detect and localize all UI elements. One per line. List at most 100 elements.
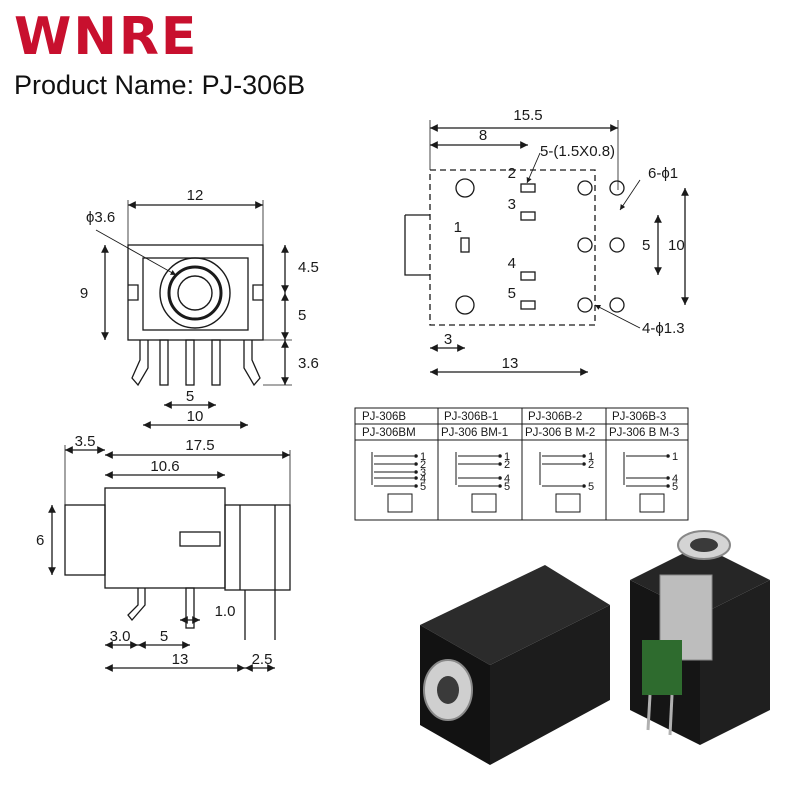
schematic-pin-dot [582,484,586,488]
dim-pcb-offset: 8 [479,127,487,144]
pcb-pin-label: 1 [454,219,462,236]
dim-front-d2: 5 [298,307,306,324]
pcb-pin-label: 2 [508,165,516,182]
side-front-barrel [64,504,106,576]
schematic-switch [387,493,413,513]
pcb-hole [455,295,475,315]
schematic-pin-dot [582,462,586,466]
dim-side-total: 17.5 [185,437,214,454]
schematic-pin-number: 2 [420,459,426,471]
dim-side-height: 6 [36,532,44,549]
dim-pcb-total: 15.5 [513,107,542,124]
pcb-outline [429,169,596,326]
front-bent-pin-right [243,340,261,387]
schematic-pin-dot [666,454,670,458]
schematic-pin-dot [414,470,418,474]
schematic-pin-number: 5 [420,481,426,493]
pcb-layout [404,120,689,376]
schematic-pin-dot [414,462,418,466]
dim-front-pin-pitch: 5 [186,388,194,405]
dim-side-front: 3.5 [75,433,96,450]
schematic-pin-number: 5 [588,481,594,493]
jack-bezel-ring [167,265,223,321]
schematic-pin-dot [666,484,670,488]
left-latch [128,284,139,301]
front-body-outline [127,244,264,341]
variant-schematic: 125 [539,451,594,513]
pcb-slot [520,211,536,221]
side-bent-pin [127,588,146,622]
dim-side-d: 2.5 [252,651,273,668]
dim-front-body-width: 10 [187,408,204,425]
dim-front-hole: ϕ3.6 [86,209,115,226]
pcb-tab [404,214,430,276]
product-photo-front [420,565,610,765]
variant-header-bottom: PJ-306 B M-3 [609,427,679,439]
variant-header-top: PJ-306B-3 [612,411,666,423]
dim-pcb-depth: 13 [502,355,519,372]
front-pin-2 [185,339,195,386]
schematic-pin-dot [414,484,418,488]
schematic-pin-dot [498,462,502,466]
pcb-holes [455,178,625,315]
pcb-pin-label: 4 [508,255,516,272]
dim-side-pin-width: 1.0 [215,603,236,620]
pcb-pin-label: 3 [508,196,516,213]
schematic-pin-number: 5 [672,481,678,493]
schematic-pin-number: 3 [420,467,426,479]
schematic-pin-dot [498,454,502,458]
schematic-switch [471,493,497,513]
dim-pcb-mount: 4-ϕ1.3 [642,320,685,337]
front-view [95,200,292,429]
side-rear-block [224,504,291,591]
pcb-hole [455,178,475,198]
schematic-pin-number: 2 [588,459,594,471]
dim-front-d1: 4.5 [298,259,319,276]
pcb-slot [520,183,536,193]
schematic-pin-dot [498,484,502,488]
pcb-slot [520,300,536,310]
brand-logo: WNRE [14,7,199,67]
variant-header-top: PJ-306B-1 [444,411,498,423]
jack-hole [177,275,213,311]
dim-pcb-pitch: 5 [642,237,650,254]
product-photo-side [630,530,770,745]
dim-side-b: 5 [160,628,168,645]
product-name: Product Name: PJ-306B [14,70,306,100]
schematic-pin-number: 4 [672,473,678,485]
pcb-hole [609,297,625,313]
schematic-pin-number: 1 [504,451,510,463]
variant-header-top: PJ-306B-2 [528,411,582,423]
jack-outer-ring [159,257,231,329]
right-latch [252,284,263,301]
pcb-pin-label: 5 [508,285,516,302]
schematic-pin-dot [666,476,670,480]
schematic-pin-number: 4 [504,473,510,485]
pcb-slot [460,237,470,253]
variant-header-bottom: PJ-306BM [362,427,416,439]
schematic-pin-dot [498,476,502,480]
schematic-pin-number: 1 [420,451,426,463]
pcb-hole [609,180,625,196]
dim-pcb-height: 10 [668,237,685,254]
dim-side-a: 3.0 [110,628,131,645]
pcb-hole [577,180,593,196]
variant-header-bottom: PJ-306 BM-1 [441,427,508,439]
dim-front-width: 12 [187,187,204,204]
pcb-hole [609,237,625,253]
schematic-switch [555,493,581,513]
pcb-hole [577,297,593,313]
dim-side-body: 10.6 [150,458,179,475]
dim-front-height: 9 [80,285,88,302]
schematic-pin-dot [414,476,418,480]
side-pin [185,587,195,629]
pcb-hole [577,237,593,253]
front-pin-1 [159,339,169,386]
front-bent-pin-left [131,340,149,387]
dim-side-c: 13 [172,651,189,668]
schematic-pin-dot [582,454,586,458]
front-pin-3 [211,339,221,386]
